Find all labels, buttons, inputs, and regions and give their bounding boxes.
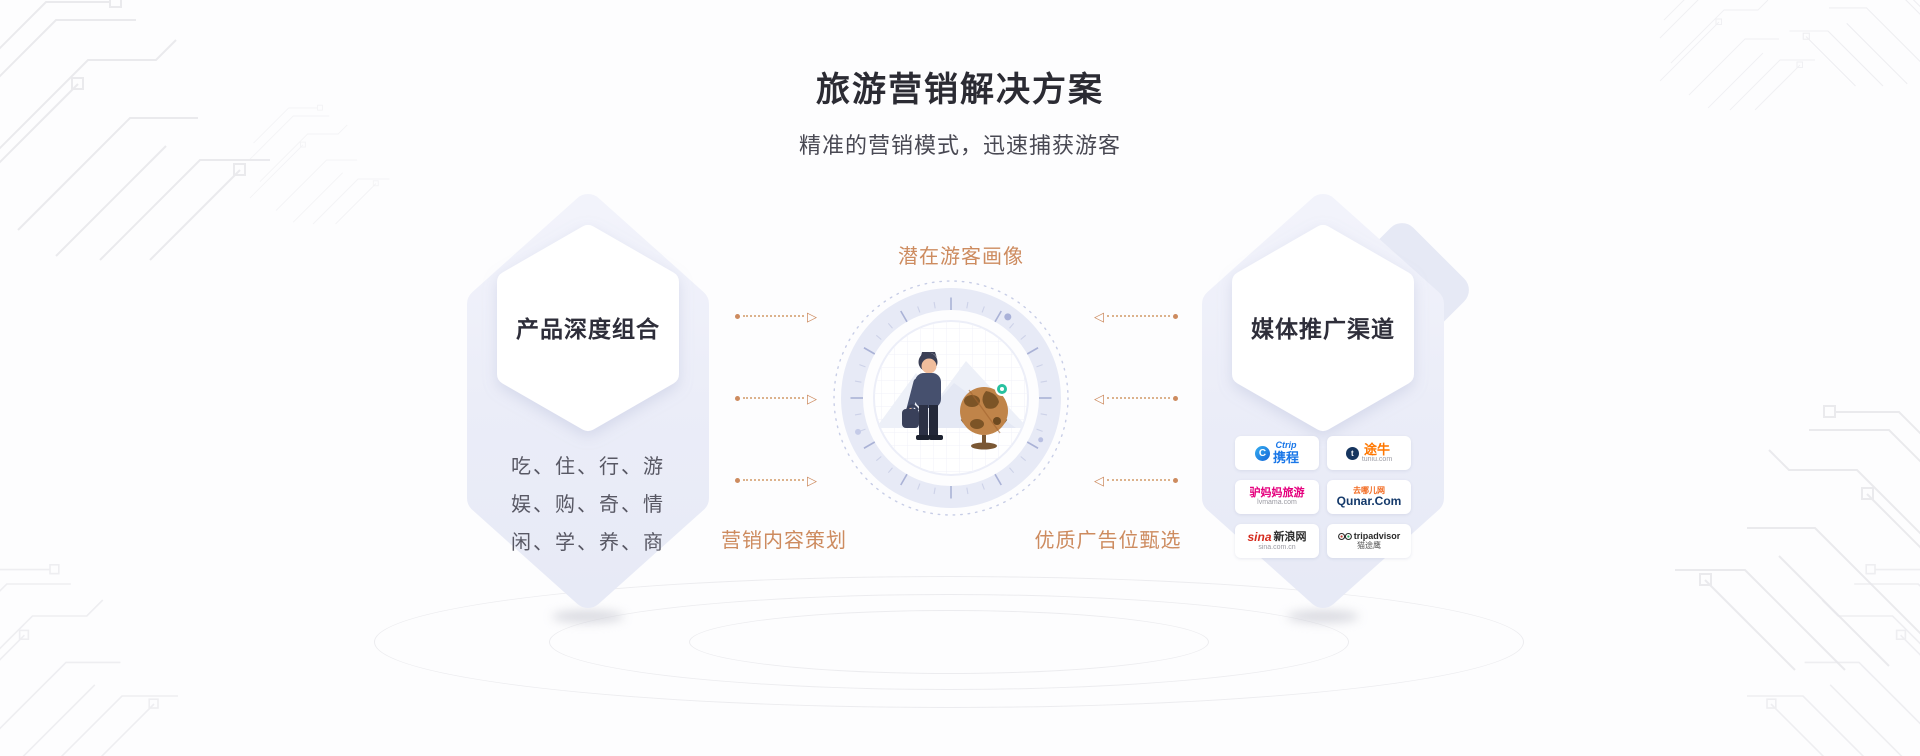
logo-subtext: sina.com.cn (1258, 543, 1296, 551)
ripple-ring-inner (689, 610, 1209, 674)
right-card-shadow (1287, 610, 1359, 623)
left-card-title: 产品深度组合 (516, 316, 660, 342)
arrow-dot (735, 477, 740, 483)
label-premium-ad-selection: 优质广告位甄选 (1034, 530, 1182, 552)
logo-text: 途牛 (1363, 441, 1390, 457)
right-card-title: 媒体推广渠道 (1251, 316, 1395, 342)
logo-lvmama: 驴妈妈旅游 lvmama.com (1235, 480, 1319, 514)
traveler-globe-dial-illustration (833, 280, 1069, 516)
ripple-ring-middle (549, 594, 1349, 690)
logo-text: 驴妈妈旅游 (1249, 486, 1305, 499)
arrow-right-2: ◁ (1094, 391, 1178, 405)
logo-text: tripadvisor (1353, 531, 1401, 542)
logo-sina: sina 新浪网 sina.com.cn (1235, 524, 1319, 558)
arrow-dot (1173, 477, 1178, 483)
media-channels-card: 媒体推广渠道 C Ctrip 携程 t 途牛 tuniu.com 驴妈妈旅游 (1200, 192, 1446, 610)
logo-text: 携程 (1272, 449, 1299, 465)
location-pin-icon (995, 382, 1009, 396)
left-card-shadow (552, 610, 624, 623)
logo-text: Ctrip (1275, 440, 1297, 451)
logo-subtext: tuniu.com (1361, 456, 1393, 464)
logo-ctrip: C Ctrip 携程 (1235, 436, 1319, 470)
left-card-line: 娱、购、奇、情 (511, 494, 665, 516)
logo-subtext: 去哪儿网 (1353, 485, 1385, 495)
logo-qunar: 去哪儿网 Qunar.Com (1327, 480, 1411, 514)
arrowhead-right-icon: ▷ (807, 472, 817, 488)
label-potential-tourist-portrait: 潜在游客画像 (898, 246, 1024, 268)
arrow-dotted-line (1107, 315, 1170, 317)
arrow-dotted-line (743, 397, 804, 399)
left-card-lines: 吃、住、行、游 娱、购、奇、情 闲、学、养、商 (465, 448, 711, 562)
ctrip-icon: C (1254, 445, 1270, 461)
arrow-dotted-line (1107, 397, 1170, 399)
page-title: 旅游营销解决方案 (816, 71, 1104, 109)
arrowhead-right-icon: ▷ (807, 390, 817, 406)
traveler-illustration (902, 352, 943, 440)
arrow-left-3: ▷ (735, 473, 817, 487)
arrowhead-right-icon: ▷ (807, 308, 817, 324)
arrow-left-2: ▷ (735, 391, 817, 405)
tuniu-icon: t (1345, 446, 1359, 460)
arrow-dot (1173, 395, 1178, 401)
left-card-line: 吃、住、行、游 (511, 456, 665, 478)
logo-tripadvisor: tripadvisor 猫途鹰 (1327, 524, 1411, 558)
arrow-right-3: ◁ (1094, 473, 1178, 487)
arrow-right-1: ◁ (1094, 309, 1178, 323)
logo-text: Qunar.Com (1336, 493, 1402, 508)
arrowhead-left-icon: ◁ (1094, 390, 1104, 406)
left-card-line: 闲、学、养、商 (511, 532, 665, 554)
logo-text: sina (1247, 530, 1272, 545)
hexagon-shape (467, 194, 709, 608)
globe-illustration (960, 387, 1008, 450)
arrow-dotted-line (1107, 479, 1170, 481)
label-marketing-content-planning: 营销内容策划 (721, 530, 847, 552)
tripadvisor-owl-icon (1337, 533, 1352, 541)
page-subtitle: 精准的营销模式，迅速捕获游客 (798, 133, 1121, 158)
arrowhead-left-icon: ◁ (1094, 472, 1104, 488)
arrow-left-1: ▷ (735, 309, 817, 323)
logo-subtext: lvmama.com (1257, 499, 1297, 507)
arrow-dot (1173, 313, 1178, 319)
arrow-dot (735, 313, 740, 319)
arrowhead-left-icon: ◁ (1094, 308, 1104, 324)
media-logo-grid: C Ctrip 携程 t 途牛 tuniu.com 驴妈妈旅游 lvmama.c… (1235, 436, 1411, 558)
logo-text: 新浪网 (1273, 530, 1307, 543)
logo-subtext: 猫途鹰 (1356, 540, 1381, 550)
ripple-ring-outer (374, 576, 1524, 708)
arrow-dotted-line (743, 479, 804, 481)
logo-tuniu: t 途牛 tuniu.com (1327, 436, 1411, 470)
arrow-dot (735, 395, 740, 401)
product-combination-card: 产品深度组合 吃、住、行、游 娱、购、奇、情 闲、学、养、商 (465, 192, 711, 610)
arrow-dotted-line (743, 315, 804, 317)
